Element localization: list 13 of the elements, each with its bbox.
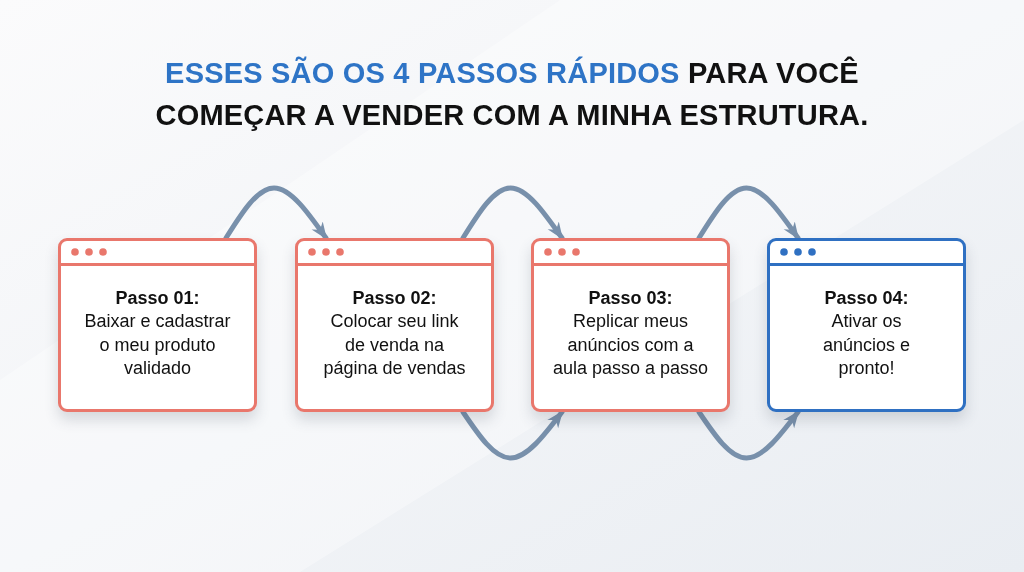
step-title: Passo 04: <box>824 287 909 311</box>
browser-window-card <box>767 238 966 412</box>
title: ESSES SÃO OS 4 PASSOS RÁPIDOS PARA VOCÊ COMEÇAR A VENDER COM A MINHA ESTRUTURA. <box>154 55 870 133</box>
step-title: Passo 03: <box>588 287 673 311</box>
step-description: Baixar e cadastrar o meu produto validado <box>83 310 232 381</box>
browser-window-card <box>531 238 730 412</box>
step-description: Replicar meus anúncios com a aula passo a passo <box>551 310 710 381</box>
browser-window-card <box>295 238 494 412</box>
step-title: Passo 01: <box>115 287 200 311</box>
step-title: Passo 02: <box>352 287 437 311</box>
browser-window-card <box>58 238 257 412</box>
step-description: Ativar os anúncios e pronto! <box>821 310 912 381</box>
step-description: Colocar seu link de venda na página de vendas <box>322 310 467 381</box>
